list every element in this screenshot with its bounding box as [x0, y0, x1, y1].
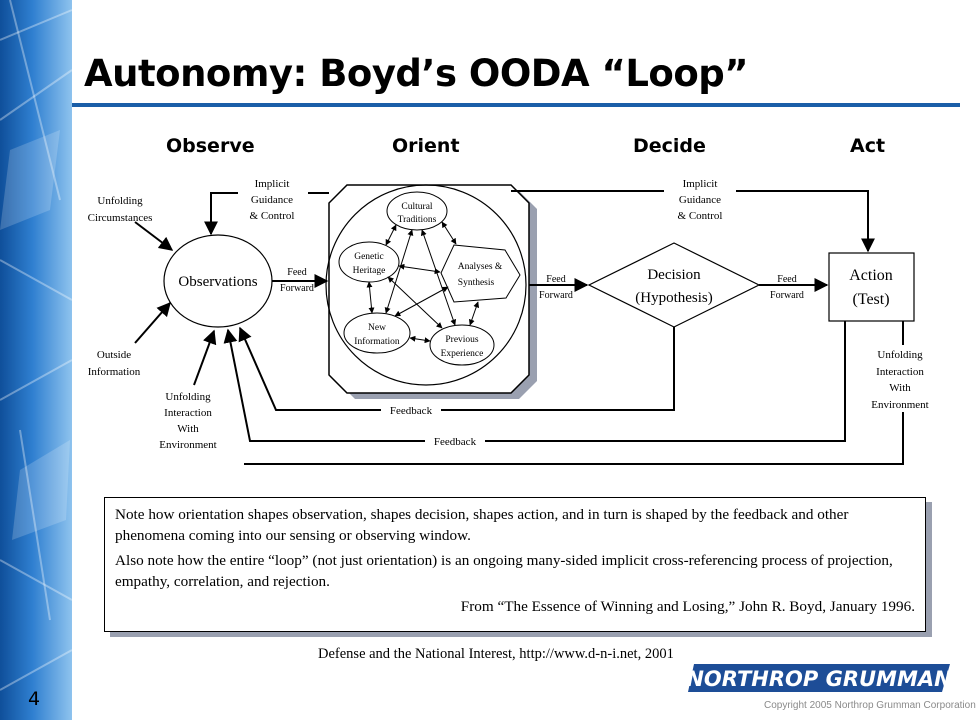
phase-decide: Decide	[633, 135, 706, 157]
feedback-label-bg-1	[381, 403, 441, 417]
previous-experience-node	[429, 324, 495, 366]
title-divider	[72, 103, 960, 107]
feedback-loop-1	[238, 326, 675, 411]
note-citation: From “The Essence of Winning and Losing,…	[460, 598, 915, 615]
copyright-notice: Copyright 2005 Northrop Grumman Corporat…	[764, 700, 976, 711]
note-paragraph-1: Note how orientation shapes observation,…	[115, 506, 849, 544]
arrow-genetic-analyses	[398, 263, 441, 275]
new-information-node	[343, 312, 411, 354]
observations-label: Observations	[178, 274, 257, 290]
page-number: 4	[28, 688, 41, 710]
northrop-grumman-logo: NORTHROP GRUMMAN	[686, 664, 952, 692]
feedback-loop-2	[223, 321, 846, 442]
note-box: Note how orientation shapes observation,…	[104, 497, 926, 632]
guidance-label-bg-right	[664, 175, 736, 221]
unfolding-interaction-left-arrow	[193, 329, 217, 386]
phase-observe: Observe	[166, 135, 255, 157]
arrow-previous-analyses	[468, 301, 480, 326]
action-label: Action(Test)	[849, 267, 893, 308]
sidebar-decoration	[0, 0, 73, 720]
action-node	[828, 252, 915, 322]
unfolding-circumstances-arrow	[134, 221, 174, 251]
genetic-heritage-node	[338, 241, 400, 283]
decision-label: Decision(Hypothesis)	[635, 267, 713, 306]
decision-node	[587, 242, 761, 328]
arrow-genetic-new	[366, 281, 375, 314]
sidebar-pattern	[0, 0, 73, 691]
arrow-new-analyses	[394, 286, 449, 317]
note-paragraph-2: Also note how the entire “loop” (not jus…	[115, 552, 893, 590]
feedback-label-bg-2	[425, 434, 485, 448]
slide-title: Autonomy: Boyd’s OODA “Loop”	[84, 52, 749, 95]
cultural-traditions-node	[386, 191, 448, 231]
logo-text: NORTHROP GRUMMAN	[686, 667, 952, 691]
outside-information-arrow	[134, 301, 171, 344]
environment-return-line	[244, 412, 904, 465]
phase-act: Act	[850, 135, 886, 157]
feedback-label-2: Feedback	[434, 436, 477, 448]
arrow-new-previous	[409, 335, 431, 344]
feedback-label-1: Feedback	[390, 405, 433, 417]
implicit-guidance-right-arrow	[511, 190, 875, 253]
phase-orient: Orient	[392, 135, 460, 157]
guidance-label-bg-left	[238, 175, 308, 221]
analyses-synthesis-label: Analyses &Synthesis	[458, 262, 503, 288]
source-credit: Defense and the National Interest, http:…	[318, 646, 674, 662]
